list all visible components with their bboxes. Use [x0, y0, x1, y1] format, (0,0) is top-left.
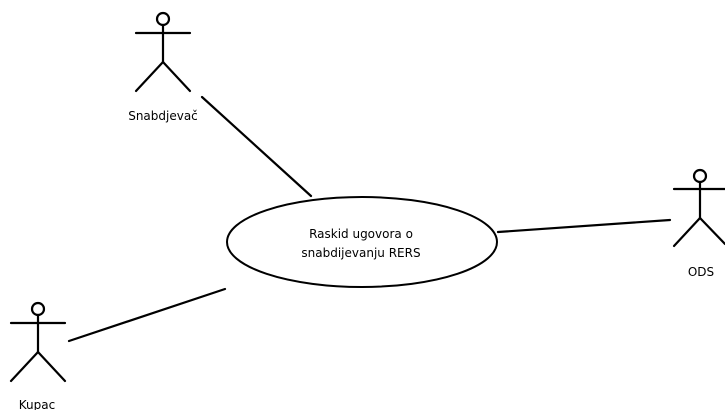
- actor-label-snabdjevac: Snabdjevač: [128, 109, 198, 123]
- actor-label-kupac: Kupac: [19, 398, 55, 410]
- actor-right-leg: [698, 216, 725, 246]
- association-ods[interactable]: [496, 218, 672, 234]
- use-case-label-line2: snabdijevanju RERS: [301, 246, 420, 260]
- actor-head: [30, 301, 46, 317]
- use-case-raskid-ugovora[interactable]: Raskid ugovora o snabdijevanju RERS: [226, 196, 498, 288]
- actor-left-leg: [672, 216, 702, 248]
- actor-right-leg: [36, 350, 67, 383]
- use-case-label-line1: Raskid ugovora o: [309, 227, 413, 241]
- actor-head: [155, 11, 171, 27]
- actor-ods[interactable]: ODS: [672, 168, 725, 279]
- association-kupac[interactable]: [67, 287, 227, 343]
- actor-left-leg: [9, 350, 40, 383]
- association-snabdjevac[interactable]: [200, 95, 313, 198]
- actor-right-leg: [161, 60, 192, 93]
- actor-snabdjevac[interactable]: Snabdjevač: [128, 11, 198, 123]
- actor-head: [692, 168, 708, 184]
- actor-kupac[interactable]: Kupac: [9, 301, 67, 410]
- actor-left-leg: [134, 60, 165, 93]
- use-case-ellipse: [226, 196, 498, 288]
- actor-label-ods: ODS: [688, 265, 714, 279]
